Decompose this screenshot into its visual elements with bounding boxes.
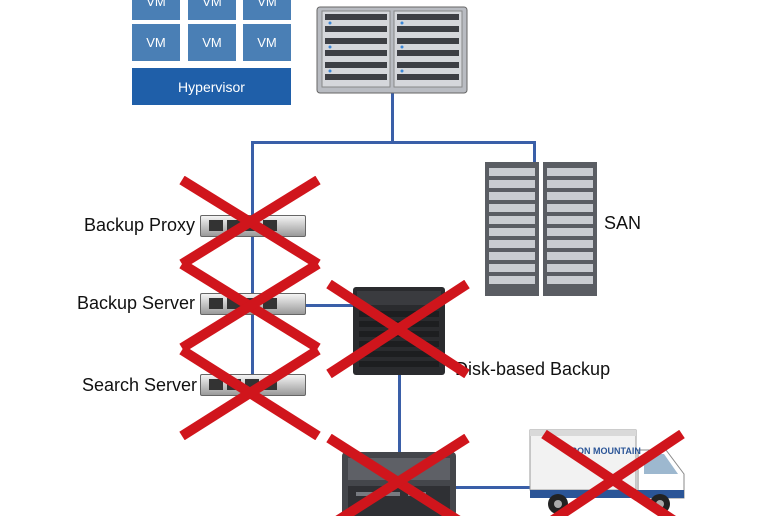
connector-left-vertical xyxy=(251,141,254,386)
vm-box: VM xyxy=(132,0,180,20)
search-server-label: Search Server xyxy=(82,375,198,395)
vm-box: VM xyxy=(243,24,291,61)
san-label: SAN xyxy=(604,213,642,233)
connector-horizontal-top xyxy=(251,141,536,144)
hypervisor-box: Hypervisor xyxy=(132,68,291,105)
vm-box: VM xyxy=(243,0,291,20)
vm-box: VM xyxy=(188,0,236,20)
cross-mark-icon xyxy=(326,280,470,378)
connector-tape-to-truck xyxy=(455,486,530,489)
san-rack-icon xyxy=(485,162,597,296)
connector-blade-down xyxy=(391,92,394,144)
disk-backup-label: Disk-based Backup xyxy=(455,359,611,379)
vm-box: VM xyxy=(132,24,180,61)
backup-server-label: Backup Server xyxy=(77,293,196,313)
connector-backup-to-disk xyxy=(305,304,355,307)
cross-mark-icon xyxy=(179,346,321,440)
vm-box: VM xyxy=(188,24,236,61)
connector-san-vertical xyxy=(533,141,536,163)
cross-mark-icon xyxy=(179,176,321,268)
truck-brand-text: IRON MOUNTAIN xyxy=(568,446,641,456)
cross-mark-icon xyxy=(179,260,321,352)
connector-disk-down xyxy=(398,375,401,455)
cross-mark-icon xyxy=(541,430,685,516)
cross-mark-icon xyxy=(326,434,470,516)
blade-chassis-icon xyxy=(316,6,468,94)
backup-proxy-label: Backup Proxy xyxy=(84,215,196,235)
